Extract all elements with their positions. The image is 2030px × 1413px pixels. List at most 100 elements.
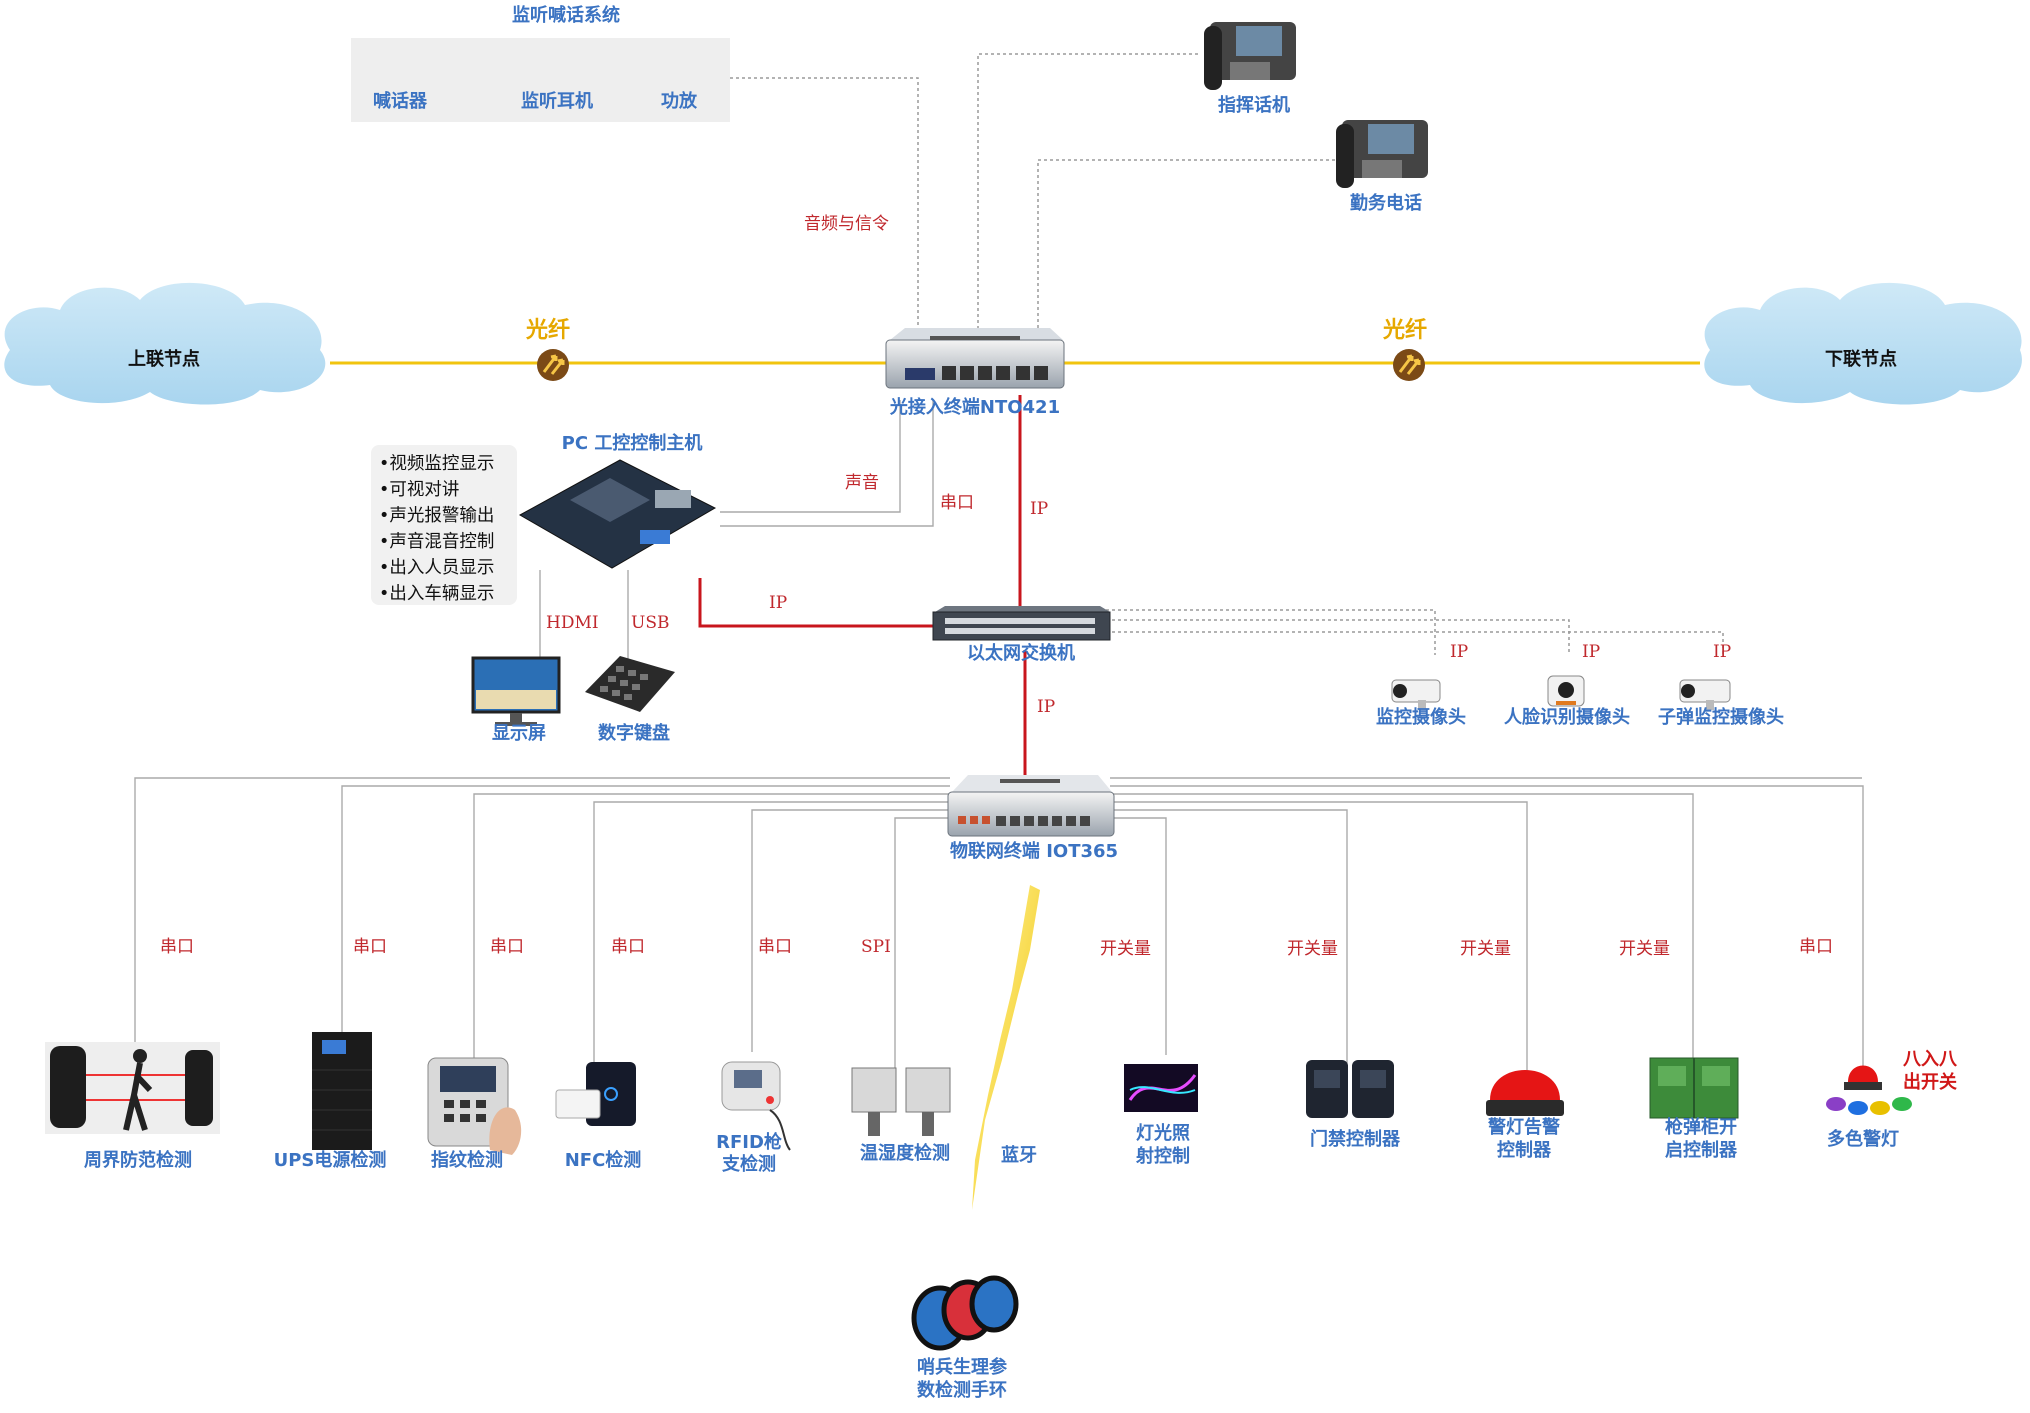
keypad-label: 数字键盘	[598, 723, 670, 744]
bottom-conn-label: 串口	[490, 937, 524, 957]
duty-phone-label: 勤务电话	[1350, 193, 1422, 214]
bottom-conn-label: 开关量	[1460, 939, 1511, 959]
nfc-reader-icon	[555, 1062, 636, 1126]
downstream-node-label: 下联节点	[1825, 349, 1897, 370]
iot-terminal-icon	[947, 775, 1115, 837]
rfid-label-line2: 支检测	[722, 1154, 776, 1175]
keypad-icon	[585, 656, 675, 712]
sound-label: 声音	[845, 473, 879, 493]
iot-terminal-label: 物联网终端 IOT365	[949, 841, 1119, 862]
bluetooth-label: 蓝牙	[1001, 1145, 1037, 1166]
perimeter-sensor-icon	[45, 1042, 220, 1134]
fiber-label-left: 光纤	[526, 318, 571, 343]
io-label-line1: 八入八	[1903, 1049, 1957, 1070]
camera-monitor-label: 监控摄像头	[1376, 707, 1466, 728]
temp-humidity-sensor-icon	[851, 1067, 951, 1136]
pc-function-item: •视频监控显示	[379, 454, 495, 474]
display-icon	[471, 656, 561, 726]
ip-cam3-label: IP	[1713, 642, 1732, 662]
ip-cam2-label: IP	[1582, 642, 1601, 662]
wristband-icon	[911, 1275, 1019, 1351]
monitor-system-panel	[351, 38, 730, 122]
light-controller-icon	[1124, 1064, 1198, 1112]
bottom-conn-label: 串口	[353, 937, 387, 957]
pc-function-list: •视频监控显示 •可视对讲 •声光报警输出 •声音混音控制 •出入人员显示 •出…	[371, 445, 517, 605]
hdmi-label: HDMI	[546, 613, 599, 633]
pc-function-item: •声音混音控制	[379, 532, 495, 552]
pc-function-item: •出入人员显示	[379, 558, 495, 578]
fiber-label-right: 光纤	[1383, 318, 1428, 343]
gray-links	[134, 400, 1864, 1092]
fingerprint-label: 指纹检测	[431, 1150, 503, 1171]
nfc-label: NFC检测	[564, 1150, 642, 1171]
switch-label: 以太网交换机	[967, 643, 1075, 664]
ups-label: UPS电源检测	[273, 1150, 387, 1171]
amplifier-label: 功放	[661, 91, 697, 112]
wristband-label-line2: 数检测手环	[917, 1380, 1007, 1401]
camera-bullet-icon	[1679, 679, 1731, 710]
gun-cabinet-label-line2: 启控制器	[1665, 1140, 1737, 1161]
ups-icon	[312, 1032, 372, 1150]
fiber-connector-right-icon	[1393, 349, 1425, 381]
perimeter-label: 周界防范检测	[84, 1150, 192, 1171]
pc-function-item: •可视对讲	[379, 480, 460, 500]
multi-light-label: 多色警灯	[1827, 1129, 1899, 1150]
fingerprint-reader-icon	[427, 1057, 522, 1155]
monitor-system-title: 监听喊话系统	[512, 5, 620, 26]
rfid-detector-icon	[721, 1061, 791, 1151]
pc-host-icon	[518, 459, 717, 569]
bottom-conn-label: 串口	[611, 937, 645, 957]
pc-host-label: PC 工控控制主机	[561, 433, 703, 454]
dotted-links	[730, 53, 1724, 655]
camera-monitor-icon	[1391, 679, 1441, 710]
pc-function-item: •声光报警输出	[379, 506, 495, 526]
upstream-cloud	[4, 282, 326, 405]
switch-device-icon	[932, 606, 1111, 641]
ip-switch-iot-label: IP	[1037, 697, 1056, 717]
duty-phone-icon	[1336, 120, 1428, 188]
bluetooth-link-icon	[972, 885, 1040, 1210]
ip-pc-switch-label: IP	[769, 593, 788, 613]
ip-cam1-label: IP	[1450, 642, 1469, 662]
camera-face-icon	[1547, 675, 1585, 707]
io-label-line2: 出开关	[1903, 1072, 1957, 1093]
camera-face-label: 人脸识别摄像头	[1504, 707, 1630, 728]
multi-color-light-icon	[1826, 1065, 1912, 1115]
ont-device-icon	[885, 328, 1065, 389]
access-controller-icon	[1306, 1060, 1394, 1118]
pc-function-item: •出入车辆显示	[379, 584, 495, 604]
access-control-label: 门禁控制器	[1310, 1129, 1400, 1150]
audio-signaling-label: 音频与信令	[804, 214, 889, 234]
serial-pc-label: 串口	[940, 493, 974, 513]
light-label-line1: 灯光照	[1136, 1123, 1190, 1144]
gun-cabinet-label-line1: 枪弹柜开	[1665, 1117, 1737, 1138]
command-phone-label: 指挥话机	[1218, 95, 1290, 116]
usb-label: USB	[631, 613, 670, 633]
ip-ont-switch-label: IP	[1030, 499, 1049, 519]
bottom-conn-label: 串口	[758, 937, 792, 957]
bottom-conn-label: 开关量	[1287, 939, 1338, 959]
intercom-label: 喊话器	[373, 91, 427, 112]
bottom-conn-label: SPI	[861, 937, 891, 957]
alarm-light-icon	[1486, 1070, 1564, 1116]
temp-humidity-label: 温湿度检测	[860, 1143, 950, 1164]
wristband-label-line1: 哨兵生理参	[917, 1357, 1007, 1378]
light-label-line2: 射控制	[1136, 1146, 1190, 1167]
ont-label: 光接入终端NTO421	[889, 397, 1061, 418]
fiber-connector-left-icon	[537, 349, 569, 381]
bottom-conn-label: 开关量	[1100, 939, 1151, 959]
bottom-conn-label: 串口	[160, 937, 194, 957]
camera-bullet-label: 子弹监控摄像头	[1658, 707, 1784, 728]
bottom-conn-label: 串口	[1799, 937, 1833, 957]
alarm-label-line1: 警灯告警	[1488, 1117, 1560, 1138]
ip-links	[698, 395, 1027, 775]
bottom-conn-label: 开关量	[1619, 939, 1670, 959]
alarm-label-line2: 控制器	[1497, 1140, 1551, 1161]
command-phone-icon	[1204, 22, 1296, 90]
headphones-label: 监听耳机	[521, 91, 593, 112]
downstream-cloud	[1704, 282, 2022, 405]
display-label: 显示屏	[492, 723, 546, 744]
upstream-node-label: 上联节点	[128, 349, 200, 370]
